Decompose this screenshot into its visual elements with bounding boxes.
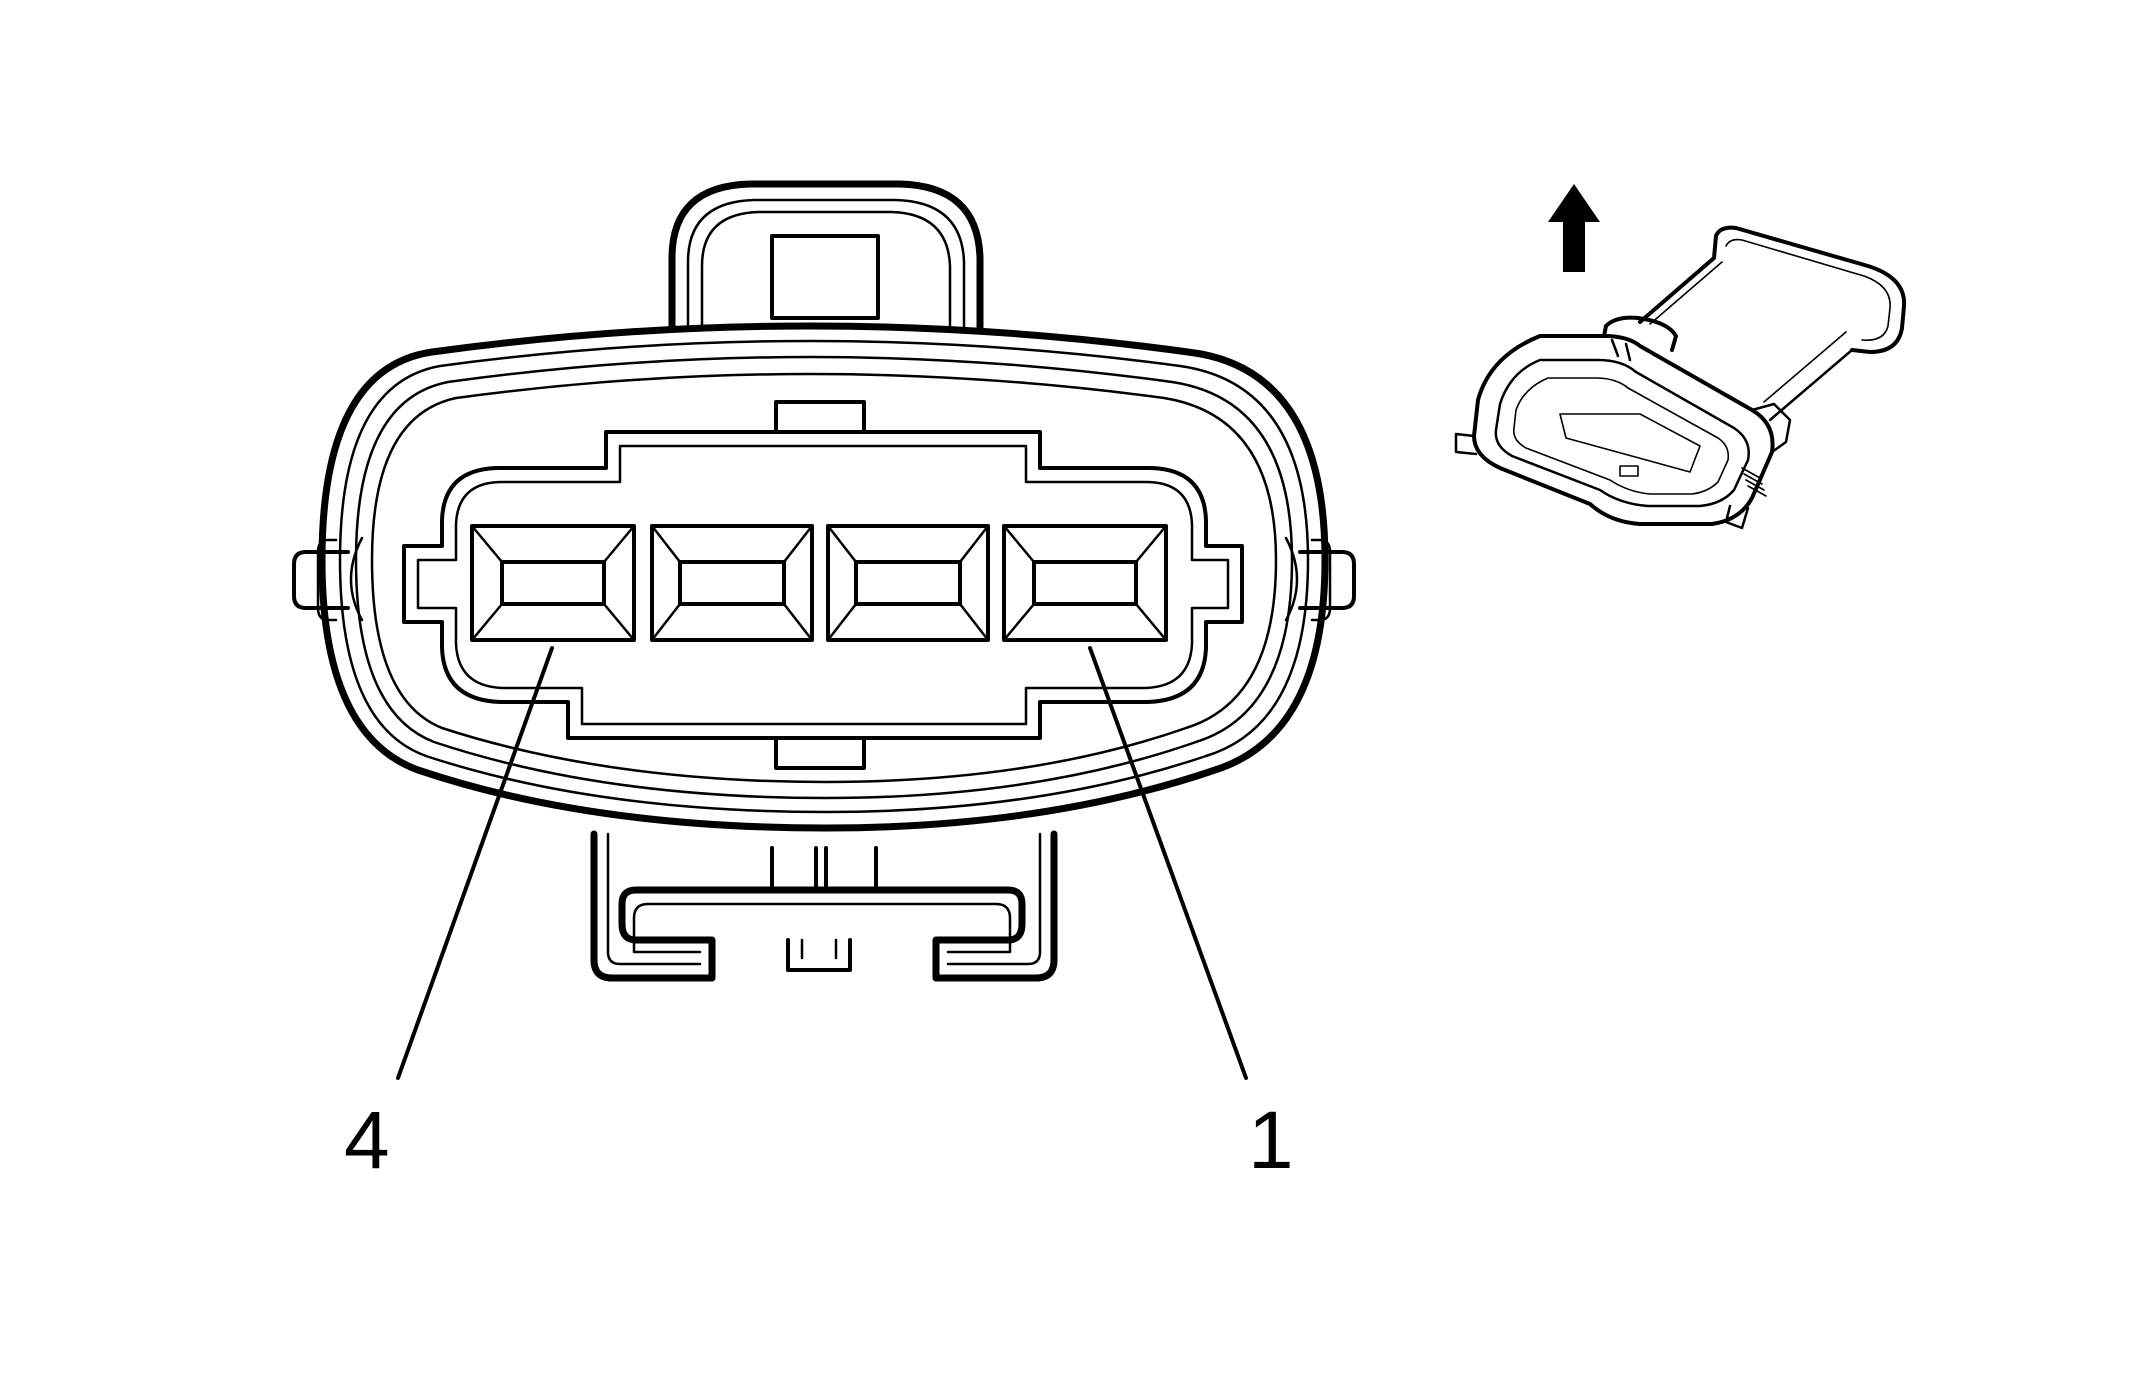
pin-4-label: 4	[344, 1095, 390, 1186]
connector-perspective-icon	[1454, 225, 1907, 530]
left-side-latch	[292, 536, 364, 622]
pin-cavity-4	[470, 524, 636, 642]
housing-inner-rim-3	[370, 372, 1278, 784]
housing-outer-shell	[318, 322, 1329, 832]
pin-cavity-3	[650, 524, 814, 642]
bottom-key	[774, 736, 866, 770]
connector-face-view	[292, 180, 1356, 982]
housing-inner-rim-1	[338, 339, 1310, 814]
bottom-mounting-bracket	[590, 830, 1058, 982]
pin-1-label: 1	[1248, 1095, 1294, 1186]
top-key	[774, 400, 866, 434]
up-arrow-icon	[1548, 184, 1600, 272]
pin-cavity-1	[1002, 524, 1168, 642]
pin-cavity-2	[826, 524, 990, 642]
callout-leader-pin-1	[1088, 646, 1248, 1080]
housing-inner-rim-2	[354, 355, 1294, 800]
callout-leader-pin-4	[396, 646, 554, 1080]
right-side-latch	[1284, 536, 1356, 622]
top-latch-tab	[668, 180, 984, 332]
pin-cavity-outline	[402, 430, 1244, 740]
